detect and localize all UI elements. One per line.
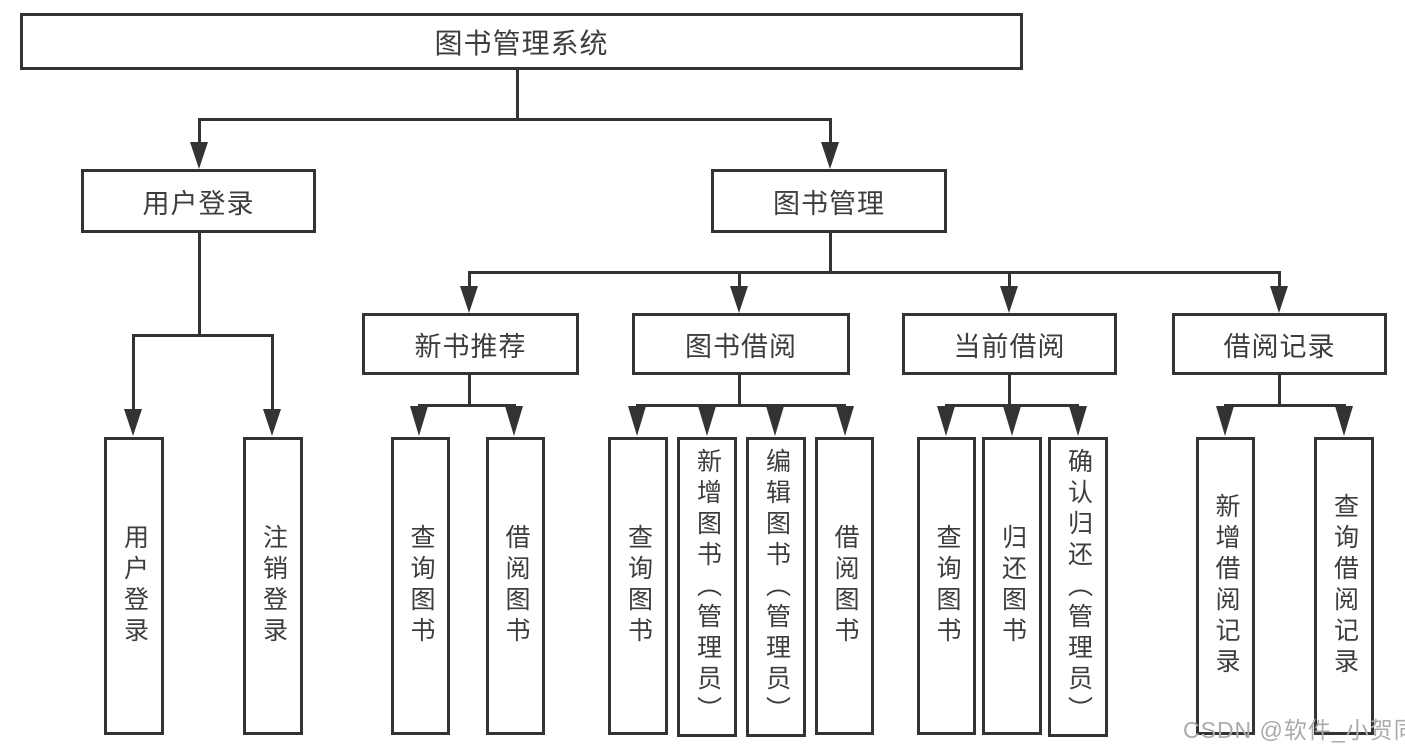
leaf-return-books-label: 归还图书 [998,524,1027,648]
leaf-add-borrow-record-label: 新增借阅记录 [1212,493,1240,679]
arrow-down-icon [124,409,142,436]
leaf-confirm-return-admin-label: 确认归还（管理员） [1064,447,1093,727]
leaf-user-login-label: 用户登录 [120,524,149,648]
leaf-logout: 注销登录 [243,437,303,735]
arrow-down-icon [730,286,748,313]
arrow-down-icon [410,406,428,436]
edge-new-book-stem [468,375,471,406]
node-library-system-label: 图书管理系统 [434,27,609,59]
edge-to-new-book [468,271,471,287]
node-new-book-recommend-label: 新书推荐 [414,331,527,362]
edge-current-borrow-bar [945,404,1079,407]
leaf-return-books: 归还图书 [982,437,1042,735]
edge-book-mgmt-bar [468,271,1281,274]
arrow-down-icon [1003,406,1021,436]
arrow-down-icon [937,406,955,436]
leaf-newbook-borrow-books-label: 借阅图书 [502,524,530,648]
edge-to-book-borrow [738,271,741,287]
leaf-current-query-books: 查询图书 [917,437,976,735]
edge-to-user-login [198,118,201,144]
arrow-down-icon [821,142,839,169]
arrow-down-icon [698,406,716,436]
edge-user-login-bar [132,334,274,337]
node-new-book-recommend: 新书推荐 [362,313,579,375]
leaf-query-borrow-record-label: 查询借阅记录 [1330,493,1359,679]
leaf-borrow-books-label: 借阅图书 [831,524,859,648]
node-borrow-records: 借阅记录 [1172,313,1387,375]
edge-root-bar [198,118,832,121]
node-book-borrow-label: 图书借阅 [685,331,797,362]
leaf-borrow-query-books-label: 查询图书 [624,524,653,648]
node-user-login-label: 用户登录 [142,188,255,219]
node-book-management: 图书管理 [711,169,947,233]
edge-new-book-bar [418,404,516,407]
edge-book-borrow-stem [738,375,741,406]
leaf-user-login: 用户登录 [104,437,164,735]
leaf-newbook-query-books-label: 查询图书 [407,524,435,648]
node-current-borrow-label: 当前借阅 [953,331,1066,362]
arrow-down-icon [1216,406,1234,436]
leaf-borrow-books: 借阅图书 [815,437,874,735]
leaf-add-borrow-record: 新增借阅记录 [1196,437,1255,735]
leaf-edit-book-admin: 编辑图书（管理员） [746,437,806,737]
edge-borrow-records-bar [1224,404,1346,407]
arrow-down-icon [263,409,281,436]
node-current-borrow: 当前借阅 [902,313,1117,375]
arrow-down-icon [766,406,784,436]
edge-to-leaf-logout [271,334,274,410]
node-book-management-label: 图书管理 [773,188,885,219]
leaf-borrow-query-books: 查询图书 [608,437,668,735]
edge-to-leaf-login [132,334,135,410]
edge-book-mgmt-stem [829,233,832,272]
edge-to-current-borrow [1008,271,1011,287]
leaf-query-borrow-record: 查询借阅记录 [1314,437,1374,735]
leaf-newbook-borrow-books: 借阅图书 [486,437,545,735]
leaf-logout-label: 注销登录 [259,524,288,648]
edge-borrow-records-stem [1278,375,1281,406]
arrow-down-icon [836,406,854,436]
edge-user-login-stem [198,233,201,336]
node-library-system: 图书管理系统 [20,13,1023,70]
leaf-edit-book-admin-label: 编辑图书（管理员） [762,447,791,727]
edge-to-book-management [829,118,832,144]
arrow-down-icon [460,286,478,313]
arrow-down-icon [628,406,646,436]
leaf-confirm-return-admin: 确认归还（管理员） [1048,437,1108,737]
leaf-newbook-query-books: 查询图书 [391,437,450,735]
edge-book-borrow-bar [636,404,846,407]
edge-current-borrow-stem [1008,375,1011,406]
csdn-watermark: CSDN @软件_小贺同学 [1183,717,1405,743]
node-book-borrow: 图书借阅 [632,313,850,375]
arrow-down-icon [190,142,208,169]
leaf-current-query-books-label: 查询图书 [933,524,961,648]
arrow-down-icon [1335,406,1353,436]
edge-to-borrow-records [1278,271,1281,287]
node-user-login: 用户登录 [81,169,316,233]
arrow-down-icon [1000,286,1018,313]
arrow-down-icon [1270,286,1288,313]
node-borrow-records-label: 借阅记录 [1223,331,1336,362]
leaf-add-book-admin: 新增图书（管理员） [677,437,737,737]
arrow-down-icon [505,406,523,436]
edge-root-stem [516,70,519,120]
arrow-down-icon [1069,406,1087,436]
leaf-add-book-admin-label: 新增图书（管理员） [693,447,722,727]
